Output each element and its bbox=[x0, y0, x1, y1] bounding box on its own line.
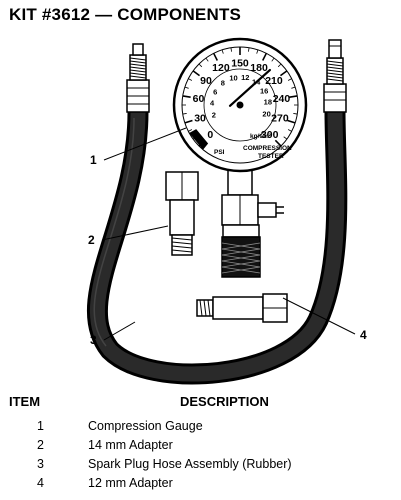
callout-3: 3 bbox=[90, 321, 136, 347]
svg-text:4: 4 bbox=[360, 328, 367, 342]
gauge-label-line2: TESTER bbox=[258, 153, 284, 160]
gauge-inner-label: 6 bbox=[213, 87, 217, 96]
gauge-outer-label: 30 bbox=[194, 112, 206, 124]
gauge-zero-band bbox=[189, 129, 209, 150]
gauge-tick bbox=[279, 70, 288, 77]
gauge-tick bbox=[182, 95, 191, 98]
svg-text:1: 1 bbox=[90, 153, 97, 167]
gauge-tick bbox=[198, 63, 203, 68]
gauge-unit-psi: PSI bbox=[214, 149, 225, 156]
gauge-tick bbox=[283, 136, 288, 140]
gauge-inner-label: 16 bbox=[260, 86, 268, 95]
gauge-tick bbox=[256, 49, 259, 54]
gauge-outer-label: 300 bbox=[261, 129, 279, 141]
gauge-outer-label: 240 bbox=[273, 93, 291, 105]
svg-text:3: 3 bbox=[90, 333, 97, 347]
gauge-label-line1: COMPRESSION bbox=[243, 145, 292, 152]
adapter-12mm bbox=[196, 293, 288, 323]
gauge-inner-label: 12 bbox=[241, 73, 249, 82]
gauge-tick bbox=[212, 52, 219, 61]
gauge-inner-label: 2 bbox=[212, 110, 216, 119]
page-title: KIT #3612 — COMPONENTS bbox=[9, 5, 242, 24]
gauge-unit-kg: kg/cm² bbox=[250, 133, 272, 140]
gauge-needle bbox=[228, 68, 271, 107]
gauge-tick bbox=[221, 49, 224, 54]
item-description: 12 mm Adapter bbox=[88, 476, 173, 490]
item-description: Spark Plug Hose Assembly (Rubber) bbox=[88, 457, 292, 471]
gauge-tick bbox=[230, 47, 232, 52]
gauge-tick bbox=[248, 47, 250, 52]
gauge-inner-label: 20 bbox=[262, 109, 270, 118]
item-number: 1 bbox=[37, 419, 44, 433]
item-description: Compression Gauge bbox=[88, 419, 203, 433]
item-description: 14 mm Adapter bbox=[88, 438, 173, 452]
svg-text:2: 2 bbox=[88, 233, 95, 247]
gauge-inner-label: 18 bbox=[264, 98, 272, 107]
item-number: 4 bbox=[37, 476, 44, 490]
table-header-item: ITEM bbox=[9, 394, 41, 409]
gauge-outer-label: 180 bbox=[250, 62, 268, 74]
gauge-tick bbox=[287, 129, 292, 132]
gauge-tick bbox=[274, 139, 282, 147]
gauge-outer-label: 60 bbox=[193, 93, 205, 105]
gauge-tick bbox=[188, 78, 193, 81]
item-number: 2 bbox=[37, 438, 44, 452]
gauge-tick bbox=[287, 78, 292, 81]
gauge-outer-label: 270 bbox=[271, 112, 289, 124]
gauge-tick bbox=[192, 70, 201, 77]
gauge-tick bbox=[289, 95, 298, 98]
gauge-outer-label: 120 bbox=[212, 62, 230, 74]
gauge-tick bbox=[205, 57, 209, 62]
table-header-description: DESCRIPTION bbox=[180, 394, 269, 409]
gauge-tick bbox=[291, 86, 296, 89]
adapter-14mm bbox=[165, 171, 199, 256]
gauge-outer-label: 90 bbox=[200, 75, 212, 87]
gauge-inner-label: 4 bbox=[210, 99, 215, 108]
gauge-tick bbox=[271, 57, 275, 62]
item-number: 3 bbox=[37, 457, 44, 471]
gauge-outer-label: 210 bbox=[265, 75, 283, 87]
gauge-outer-label: 150 bbox=[231, 58, 249, 70]
callout-4: 4 bbox=[282, 297, 367, 342]
gauge-tick bbox=[184, 119, 193, 124]
gauge-tick bbox=[188, 129, 193, 132]
gauge-coupler bbox=[221, 164, 284, 278]
callout-1: 1 bbox=[90, 127, 187, 167]
gauge-tick bbox=[277, 63, 282, 68]
callout-2: 2 bbox=[88, 225, 169, 247]
gauge-outer-label: 0 bbox=[207, 129, 213, 141]
gauge-tick bbox=[287, 119, 296, 124]
hose-end-fitting-left bbox=[126, 43, 150, 113]
hose-end-fitting-right bbox=[323, 39, 347, 113]
gauge-tick bbox=[293, 113, 298, 115]
gauge-tick bbox=[182, 113, 187, 115]
gauge-tick bbox=[261, 52, 268, 61]
gauge-inner-label: 10 bbox=[229, 73, 237, 82]
gauge-tick bbox=[184, 86, 189, 89]
gauge-inner-label: 8 bbox=[221, 78, 225, 87]
spark-plug-hose-assembly bbox=[86, 111, 348, 385]
